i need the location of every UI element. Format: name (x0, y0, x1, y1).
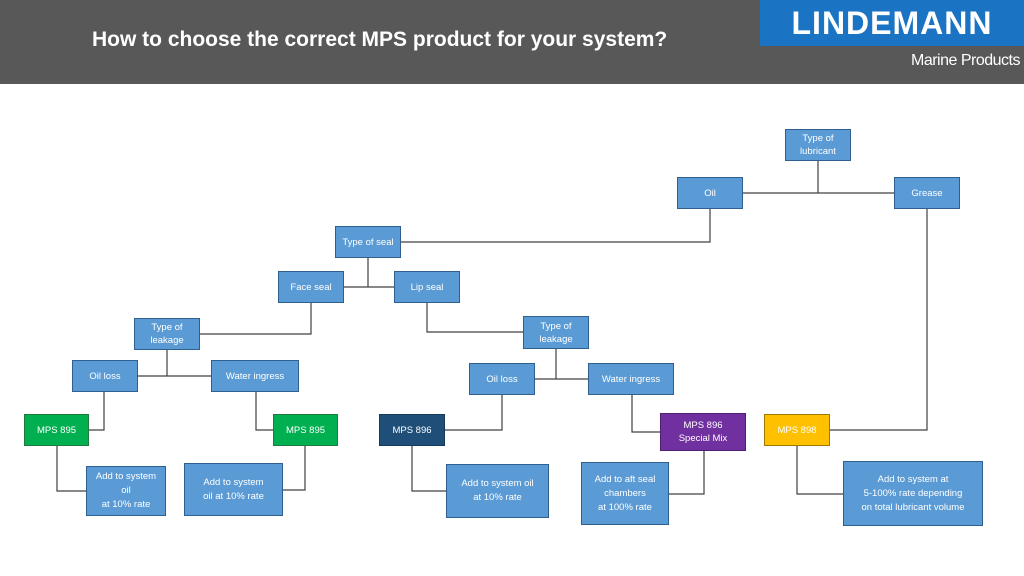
brand-logo: LINDEMANN (760, 0, 1024, 46)
type-of-leakage-left-node: Type of leakage (134, 318, 200, 350)
connector (796, 446, 843, 495)
brand-subtitle: Marine Products (911, 52, 1021, 69)
oil-loss-left-node: Oil loss (72, 360, 138, 392)
add-898-instruction: Add to system at 5-100% rate depending o… (843, 461, 983, 526)
header-bar: How to choose the correct MPS product fo… (0, 0, 1024, 84)
type-of-leakage-right-node: Type of leakage (523, 316, 589, 349)
water-ingress-right-node: Water ingress (588, 363, 674, 395)
connector (56, 446, 86, 492)
face-seal-node: Face seal (278, 271, 344, 303)
mps-895-right-node: MPS 895 (273, 414, 338, 446)
water-ingress-left-node: Water ingress (211, 360, 299, 392)
connector (631, 395, 660, 433)
mps-898-node: MPS 898 (764, 414, 830, 446)
oil-node: Oil (677, 177, 743, 209)
connector (426, 303, 523, 333)
lip-seal-node: Lip seal (394, 271, 460, 303)
connector (411, 446, 446, 492)
add-896-special-instruction: Add to aft seal chambers at 100% rate (581, 462, 669, 525)
connector (401, 209, 711, 243)
brand-name: LINDEMANN (791, 4, 993, 41)
mps-896-node: MPS 896 (379, 414, 445, 446)
page-title: How to choose the correct MPS product fo… (92, 28, 668, 51)
connector (89, 392, 105, 431)
grease-node: Grease (894, 177, 960, 209)
connector (445, 395, 503, 431)
mps-896-special-mix-node: MPS 896 Special Mix (660, 413, 746, 451)
add-895-right-instruction: Add to system oil at 10% rate (184, 463, 283, 516)
connector (200, 303, 312, 335)
connector (255, 392, 273, 431)
connector (830, 209, 928, 431)
type-of-seal-node: Type of seal (335, 226, 401, 258)
connector (669, 451, 705, 495)
mps-895-left-node: MPS 895 (24, 414, 89, 446)
oil-loss-right-node: Oil loss (469, 363, 535, 395)
type-of-lubricant-node: Type of lubricant (785, 129, 851, 161)
connector (283, 446, 306, 491)
add-896-instruction: Add to system oil at 10% rate (446, 464, 549, 518)
add-895-left-instruction: Add to system oil at 10% rate (86, 466, 166, 516)
